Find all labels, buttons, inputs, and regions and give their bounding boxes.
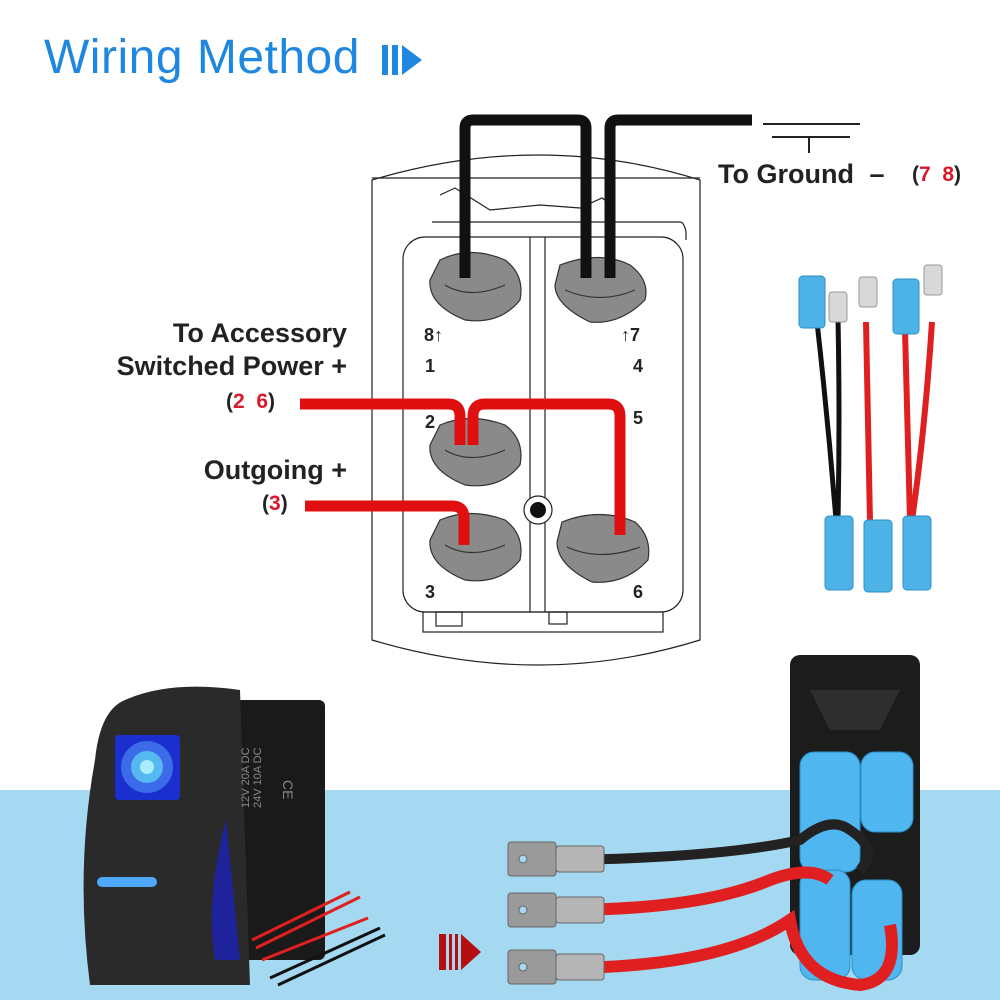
outgoing-pin-3: 3: [269, 492, 281, 515]
wire-harness-photo: [798, 264, 943, 593]
switch-rear-photo: [507, 655, 920, 992]
terminal-6: [556, 513, 650, 583]
paren-close: ): [268, 390, 276, 413]
paren-close: ): [280, 492, 288, 515]
outgoing-label-line1: Outgoing +: [203, 455, 347, 485]
ground-wires: [459, 114, 752, 278]
paren-close: ): [954, 163, 962, 186]
pin-label-4: 4: [633, 356, 644, 376]
rating-line-2: 24V 10A DC: [252, 747, 264, 808]
play-forward-icon-red: [439, 934, 481, 970]
play-forward-icon: [382, 45, 422, 75]
accessory-pin-2: 2: [233, 390, 245, 413]
terminals: [429, 251, 650, 583]
pin-label-7: ↑7: [621, 325, 641, 345]
ground-pin-7: 7: [919, 163, 931, 186]
pin-label-5: 5: [633, 408, 644, 428]
accessory-pin-6: 6: [256, 390, 269, 413]
pin-label-1: 1: [425, 356, 436, 376]
switch-marking-ce: CE: [280, 780, 296, 799]
mini-harness: [251, 890, 386, 987]
paren-open: (: [226, 390, 233, 413]
ground-label: To Ground –: [718, 158, 885, 191]
ground-pins: (7 8): [912, 163, 961, 187]
ground-minus-sign: –: [869, 159, 885, 189]
rocker-switch-photo: [83, 686, 325, 985]
red-wires: [300, 398, 626, 545]
accessory-pins: (2 6): [226, 390, 275, 414]
pin-label-3: 3: [425, 582, 436, 602]
paren-open: (: [912, 163, 919, 186]
terminal-2: [429, 417, 522, 487]
switch-outline: [371, 154, 701, 666]
paren-open: (: [262, 492, 269, 515]
accessory-label-line1: To Accessory: [172, 318, 347, 348]
pin-label-2: 2: [425, 412, 436, 432]
pin-label-6: 6: [633, 582, 644, 602]
ground-label-text: To Ground: [718, 159, 854, 189]
outgoing-label: Outgoing +: [204, 454, 347, 487]
accessory-label: To Accessory Switched Power +: [117, 317, 347, 383]
ground-symbol-icon: [763, 123, 860, 153]
terminal-8: [429, 251, 522, 322]
switch-rating: 12V 20A DC 24V 10A DC: [240, 747, 264, 808]
outgoing-pins: (3): [262, 492, 288, 516]
rating-line-1: 12V 20A DC: [240, 747, 252, 808]
pin-label-8: 8↑: [424, 325, 444, 345]
terminal-3: [429, 512, 522, 582]
page-title: Wiring Method: [44, 31, 360, 84]
ground-pin-8: 8: [942, 163, 955, 186]
accessory-label-line2: Switched Power +: [116, 351, 347, 381]
